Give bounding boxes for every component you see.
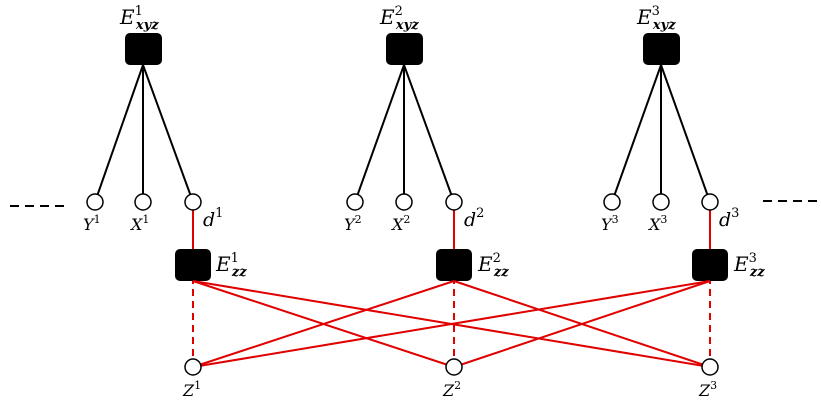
variable-label-x3: X3 <box>647 213 667 234</box>
factor-node-e3-zz <box>692 249 728 281</box>
variable-node-y1 <box>86 193 104 211</box>
variable-label-d2: d2 <box>464 206 484 231</box>
factor-node-e3-xyz <box>643 33 680 65</box>
edge-e1xyz-d1 <box>142 64 194 203</box>
edge-e3xyz-d3 <box>660 64 711 203</box>
edge-e3zz-z2 <box>453 280 711 368</box>
variable-label-x2: X2 <box>390 213 410 234</box>
edge-e2zz-z1 <box>192 280 455 368</box>
variable-node-x2 <box>395 193 413 211</box>
variable-node-z2 <box>445 358 463 376</box>
cross-edges <box>192 280 711 368</box>
variable-label-y3: Y3 <box>601 213 619 234</box>
variable-label-z1: Z1 <box>182 379 201 400</box>
variable-node-d2 <box>445 193 463 211</box>
edge-e1xyz-y1 <box>94 64 144 203</box>
variable-label-y1: Y1 <box>83 213 101 234</box>
variable-label-d1: d1 <box>203 206 223 231</box>
variable-label-d3: d3 <box>719 206 739 231</box>
variable-node-z3 <box>701 358 719 376</box>
edge-e3xyz-y3 <box>611 64 662 203</box>
variable-label-z3: Z3 <box>698 379 717 400</box>
edge-e2xyz-d2 <box>403 64 455 203</box>
factor-node-e2-zz <box>436 249 472 281</box>
variable-node-y3 <box>603 193 621 211</box>
variable-node-d3 <box>701 193 719 211</box>
factor-node-e1-zz <box>175 249 211 281</box>
variable-node-d1 <box>184 193 202 211</box>
variable-label-z2: Z2 <box>442 379 461 400</box>
variable-label-y2: Y2 <box>344 213 362 234</box>
edge-e2xyz-y2 <box>354 64 405 203</box>
variable-node-y2 <box>346 193 364 211</box>
variable-node-x1 <box>134 193 152 211</box>
variable-node-x3 <box>652 193 670 211</box>
edge-e3zz-z1 <box>192 280 711 368</box>
factor-node-e2-xyz <box>386 33 423 65</box>
factor-node-e1-xyz <box>125 33 162 65</box>
variable-node-z1 <box>184 358 202 376</box>
variable-label-x1: X1 <box>129 213 149 234</box>
